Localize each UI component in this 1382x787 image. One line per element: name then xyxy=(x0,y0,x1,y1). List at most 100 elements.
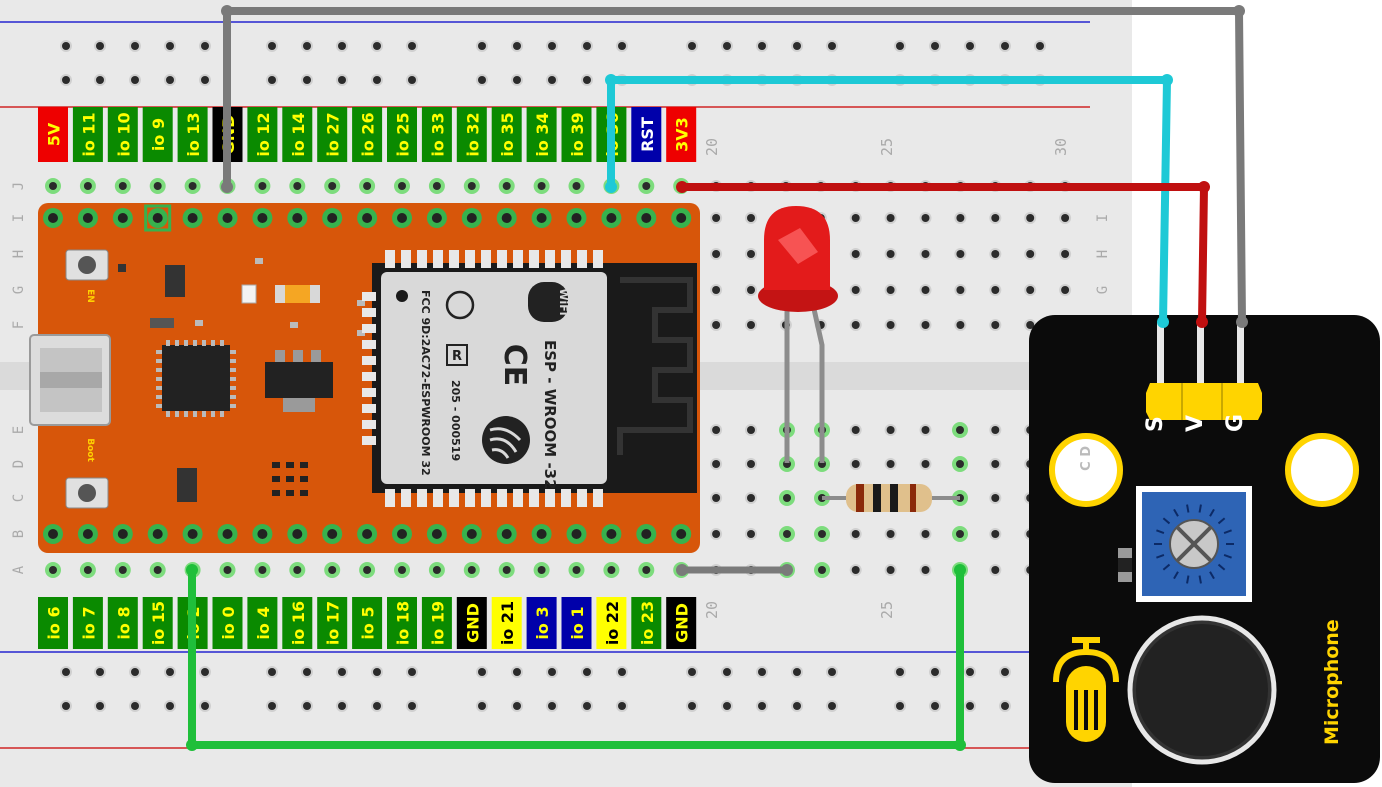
pin-label: io 26 xyxy=(359,112,378,156)
pin-label-box xyxy=(456,597,487,649)
breadboard-hole-center xyxy=(303,702,311,710)
chip-leg xyxy=(193,340,197,346)
wroom-pad xyxy=(545,489,555,507)
breadboard-hole-center xyxy=(991,286,1000,294)
pin-label-box xyxy=(282,597,313,649)
pin-label-box xyxy=(421,107,452,162)
wroom-pad xyxy=(465,489,475,507)
pot-tick xyxy=(1217,563,1226,571)
breadboard-hole-center xyxy=(83,182,92,190)
pin-label: io 17 xyxy=(324,601,343,645)
pin-label-box xyxy=(421,597,452,649)
breadboard-hole-center xyxy=(1061,286,1070,294)
breadboard-hole-center xyxy=(712,214,721,222)
breadboard-hole-center xyxy=(268,42,276,50)
breadboard-hole-center xyxy=(478,668,486,676)
header-pin-hole xyxy=(362,213,373,223)
wroom-pad xyxy=(362,324,376,333)
pin-label: GND xyxy=(463,603,482,643)
breadboard-hole-center xyxy=(793,702,801,710)
chip-leg xyxy=(156,368,162,372)
boot-button-cap xyxy=(78,484,96,502)
chip-leg xyxy=(175,411,179,417)
pin-label: io 35 xyxy=(498,112,517,156)
header-pin-hole xyxy=(641,213,652,223)
pot-tick xyxy=(1209,571,1215,580)
header-pin-hole xyxy=(152,529,163,539)
breadboard-hole-center xyxy=(886,286,895,294)
row-letter: A xyxy=(11,565,27,574)
led-lead-cathode xyxy=(809,299,825,463)
row-letter: I xyxy=(1095,214,1111,222)
resistor-band-3 xyxy=(890,484,898,512)
breadboard-hole-center xyxy=(201,702,209,710)
breadboard-hole-center xyxy=(747,321,755,329)
breadboard-hole-center xyxy=(642,182,651,190)
row-letter: D xyxy=(11,460,27,468)
resistor-band-2 xyxy=(873,484,881,512)
wroom-pad xyxy=(561,250,571,268)
pin-label: io 7 xyxy=(79,606,98,639)
pin-label: io 3 xyxy=(533,606,552,639)
breadboard-hole-center xyxy=(851,426,860,434)
breadboard-hole-center xyxy=(783,530,791,538)
chip-leg xyxy=(175,340,179,346)
header-pin-hole xyxy=(292,529,303,539)
breadboard-hole-center xyxy=(96,702,104,710)
breadboard-hole-center xyxy=(886,530,895,538)
chip-leg xyxy=(156,377,162,381)
wire-endpoint xyxy=(781,564,793,576)
header-pin-hole xyxy=(606,213,617,223)
chip-leg xyxy=(220,340,224,346)
breadboard-hole-center xyxy=(607,566,616,574)
breadboard-hole-center xyxy=(432,182,441,190)
header-pin-hole xyxy=(327,213,338,223)
reg-leg-3 xyxy=(311,350,321,362)
breadboard-hole-center xyxy=(293,182,302,190)
pin-label-box xyxy=(526,107,557,162)
header-pin-hole xyxy=(676,529,687,539)
pin-label: GND xyxy=(673,603,692,643)
chip-leg xyxy=(156,386,162,390)
r-mark-text: R xyxy=(452,349,462,364)
header-pin-hole xyxy=(431,213,442,223)
breadboard-hole-center xyxy=(896,702,904,710)
pin-label: io 15 xyxy=(149,601,168,645)
breadboard-hole-center xyxy=(398,566,406,574)
breadboard-hole-center xyxy=(793,668,801,676)
pin-label: io 0 xyxy=(219,606,238,639)
breadboard-hole-center xyxy=(1036,42,1044,50)
pin-label-box xyxy=(317,107,348,162)
pin-label-box xyxy=(72,597,103,649)
breadboard-hole-center xyxy=(513,668,521,676)
wroom-pad xyxy=(362,436,376,445)
reg-leg-2 xyxy=(293,350,303,362)
chip-leg xyxy=(202,340,206,346)
breadboard-hole-center xyxy=(513,702,521,710)
header-pin-hole xyxy=(257,213,268,223)
breadboard-hole-center xyxy=(583,76,591,84)
wroom-pad xyxy=(401,250,411,268)
pin-label-box xyxy=(387,597,417,649)
pin-label-box xyxy=(666,597,697,649)
breadboard-hole-center xyxy=(921,530,930,538)
breadboard-hole-center xyxy=(293,566,302,574)
pot-tick xyxy=(1156,529,1165,534)
breadboard-hole-center xyxy=(828,42,836,50)
pin-label: io 23 xyxy=(638,601,657,645)
wroom-model-text: ESP - WROOM -32 xyxy=(541,340,559,490)
wire-endpoint xyxy=(1236,316,1248,328)
breadboard-hole-center xyxy=(118,566,127,574)
breadboard-hole-center xyxy=(991,494,1000,502)
breadboard-hole-center xyxy=(1001,42,1009,50)
mic-pin-s-leg xyxy=(1157,322,1164,387)
header-pin-hole xyxy=(397,529,407,539)
pin-label: io 12 xyxy=(254,112,273,156)
wroom-pad xyxy=(385,489,395,507)
wroom-pad xyxy=(362,388,376,397)
breadboard-hole-center xyxy=(201,42,209,50)
pot-slot-2 xyxy=(1175,525,1213,563)
pin-label-box xyxy=(561,597,592,649)
pin-label: io 14 xyxy=(289,112,308,156)
wroom-pad xyxy=(481,489,491,507)
